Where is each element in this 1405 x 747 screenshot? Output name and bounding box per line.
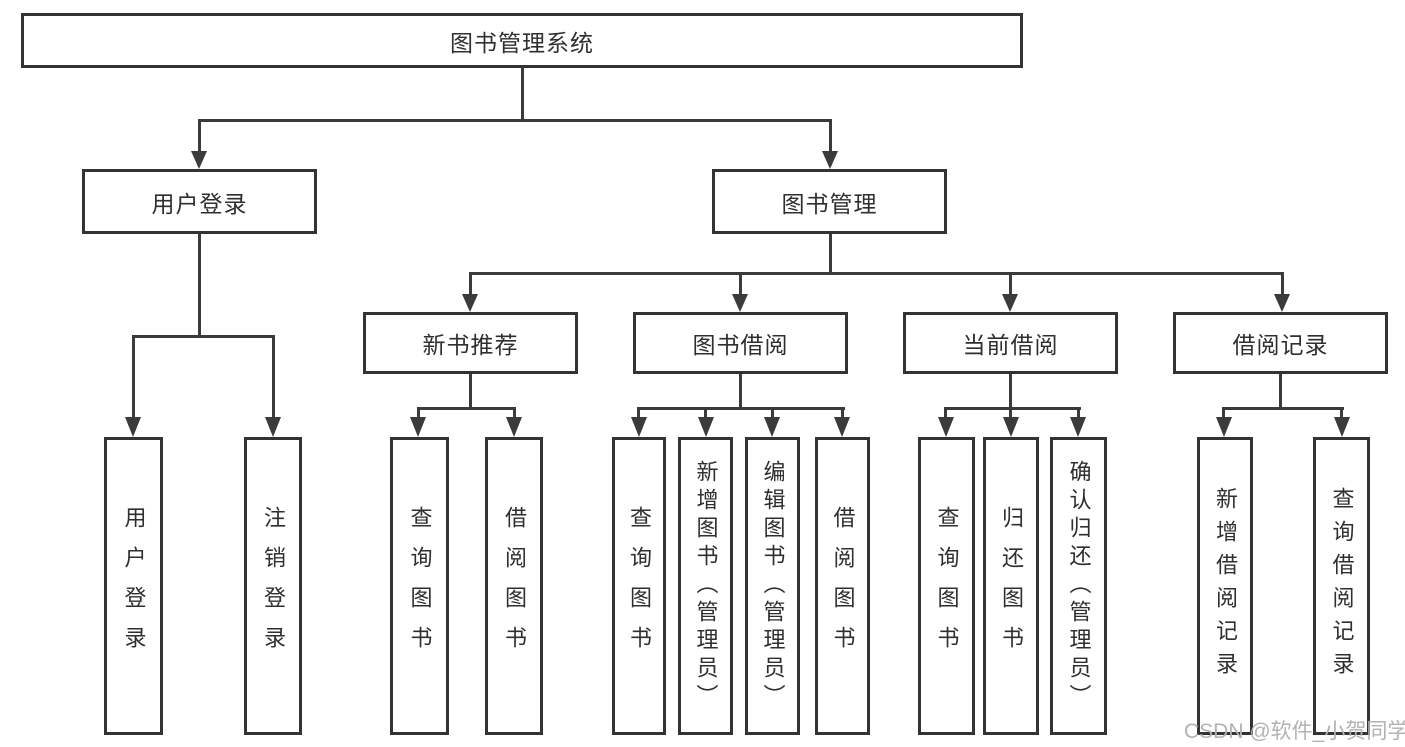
connector-line — [637, 407, 640, 423]
connector-line — [132, 335, 135, 421]
connector-line — [469, 272, 1283, 275]
connector-line — [944, 407, 1081, 410]
leaf-add-books-admin: 新增图书（管理员） — [678, 437, 733, 735]
connector-line — [1222, 407, 1225, 423]
leaf-add-borrow-record: 新增借阅记录 — [1197, 437, 1253, 735]
arrow-down-icon — [462, 294, 478, 312]
connector-line — [771, 407, 774, 423]
leaf-newbook-borrow-books: 借阅图书 — [485, 437, 543, 735]
arrow-down-icon — [1334, 417, 1350, 437]
connector-line — [521, 68, 524, 122]
connector-line — [637, 407, 845, 410]
leaf-newbook-query-books: 查询图书 — [390, 437, 449, 735]
connector-line — [132, 335, 275, 338]
connector-line — [1009, 272, 1012, 297]
arrow-down-icon — [265, 417, 281, 437]
connector-line — [1009, 407, 1012, 423]
leaf-borrow-query-books: 查询图书 — [612, 437, 666, 735]
leaf-current-query-books: 查询图书 — [918, 437, 975, 735]
arrow-down-icon — [1070, 417, 1086, 437]
leaf-logout: 注销登录 — [244, 437, 302, 735]
connector-line — [417, 407, 420, 423]
arrow-down-icon — [834, 417, 850, 437]
arrow-down-icon — [764, 417, 780, 437]
arrow-down-icon — [1216, 417, 1232, 437]
connector-line — [198, 234, 201, 338]
leaf-borrow-books: 借阅图书 — [815, 437, 870, 735]
arrow-down-icon — [410, 417, 426, 437]
arrow-down-icon — [1002, 294, 1018, 312]
csdn-watermark: CSDN @软件_小贺同学 — [1184, 720, 1405, 743]
leaf-return-books: 归还图书 — [983, 437, 1039, 735]
arrow-down-icon — [631, 417, 647, 437]
connector-line — [1009, 374, 1012, 410]
leaf-user-login: 用户登录 — [104, 437, 163, 735]
connector-line — [841, 407, 844, 423]
connector-line — [198, 119, 201, 153]
connector-line — [513, 407, 516, 423]
node-new-book-recommend: 新书推荐 — [363, 312, 578, 374]
connector-line — [704, 407, 707, 423]
node-book-borrowing: 图书借阅 — [633, 312, 848, 374]
arrow-down-icon — [732, 294, 748, 312]
node-root-system: 图书管理系统 — [21, 13, 1023, 68]
arrow-down-icon — [125, 417, 141, 437]
connector-line — [469, 272, 472, 297]
arrow-down-icon — [191, 151, 207, 169]
connector-line — [829, 119, 832, 153]
connector-line — [739, 272, 742, 297]
connector-line — [1077, 407, 1080, 423]
connector-line — [198, 119, 832, 122]
connector-line — [272, 335, 275, 421]
connector-line — [1281, 272, 1284, 297]
connector-line — [739, 374, 742, 410]
leaf-confirm-return-admin: 确认归还（管理员） — [1050, 437, 1107, 735]
arrow-down-icon — [822, 151, 838, 169]
connector-line — [1279, 374, 1282, 410]
node-book-management: 图书管理 — [712, 169, 947, 234]
connector-line — [829, 234, 832, 275]
leaf-query-borrow-record: 查询借阅记录 — [1313, 437, 1370, 735]
connector-line — [1340, 407, 1343, 423]
node-borrowing-records: 借阅记录 — [1173, 312, 1388, 374]
connector-line — [417, 407, 516, 410]
connector-line — [469, 374, 472, 410]
node-user-login-group: 用户登录 — [82, 169, 317, 234]
arrow-down-icon — [1003, 417, 1019, 437]
arrow-down-icon — [1274, 294, 1290, 312]
connector-line — [944, 407, 947, 423]
arrow-down-icon — [506, 417, 522, 437]
arrow-down-icon — [938, 417, 954, 437]
connector-line — [1222, 407, 1344, 410]
leaf-edit-books-admin: 编辑图书（管理员） — [745, 437, 800, 735]
arrow-down-icon — [698, 417, 714, 437]
node-current-borrowing: 当前借阅 — [903, 312, 1118, 374]
